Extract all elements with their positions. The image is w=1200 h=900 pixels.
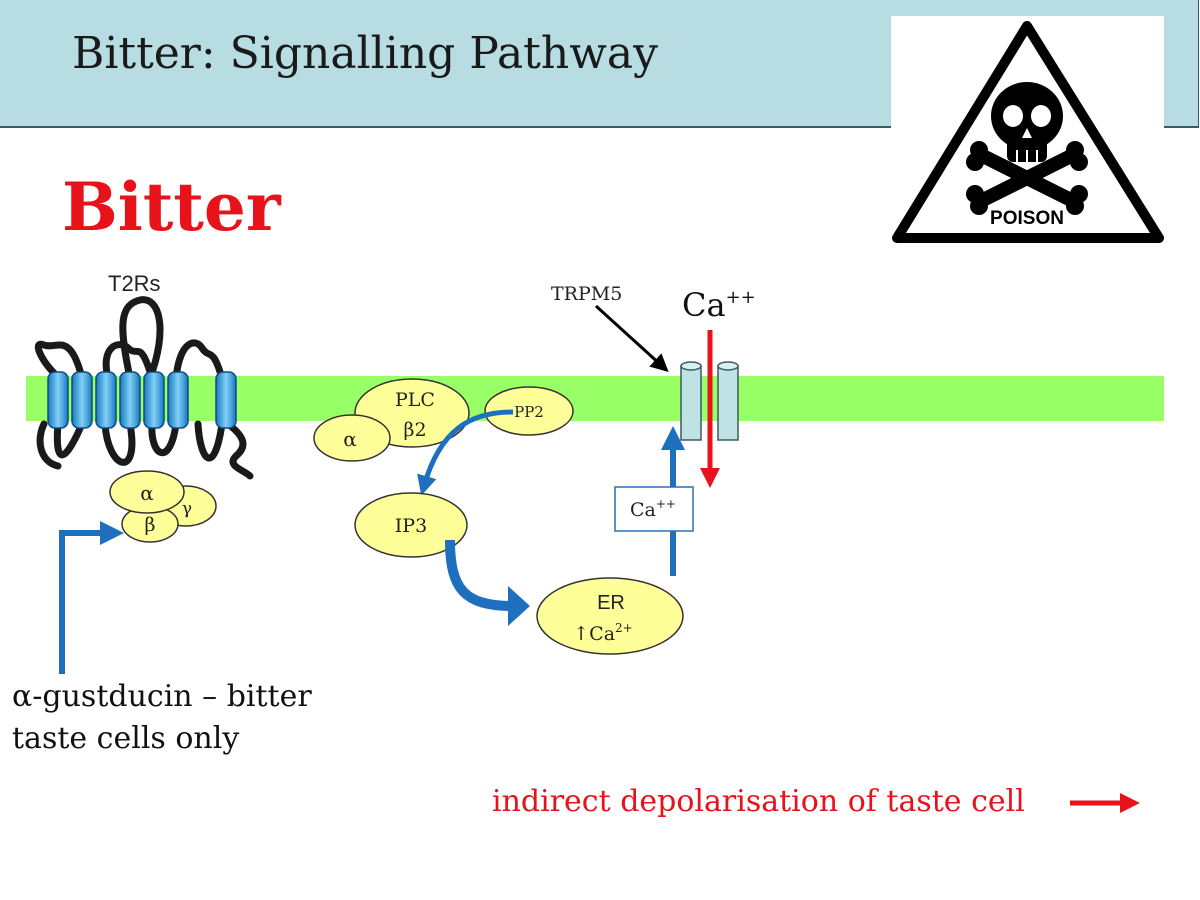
t2rs-label: T2Rs bbox=[108, 271, 161, 296]
gustducin-arrow bbox=[59, 521, 124, 674]
poison-sign: POISON bbox=[891, 16, 1164, 244]
skull-crossbones-icon bbox=[966, 82, 1088, 215]
g-gamma-label: γ bbox=[182, 499, 192, 519]
plc-beta2-complex: PLC β2 α bbox=[313, 378, 470, 462]
cytosol-ca-box bbox=[614, 486, 694, 532]
g-beta-label: β bbox=[145, 514, 156, 536]
extracellular-ca-label: Ca++ bbox=[682, 286, 756, 324]
gustducin-caption: α-gustducin – bitter taste cells only bbox=[12, 676, 312, 760]
trpm5-channel bbox=[680, 361, 739, 441]
cytosol-ca-label: Ca++ bbox=[630, 497, 676, 521]
plc-alpha-label: α bbox=[343, 427, 357, 451]
bitter-heading: Bitter bbox=[62, 168, 281, 246]
caption-line-2: taste cells only bbox=[12, 721, 240, 756]
pp2-node bbox=[484, 386, 574, 436]
trpm5-pointer-arrow bbox=[594, 304, 669, 373]
pp2-label: PP2 bbox=[514, 403, 544, 421]
caption-line-1: α-gustducin – bitter bbox=[12, 679, 312, 714]
plc-beta2-label: β2 bbox=[403, 419, 426, 441]
g-alpha-label: α bbox=[140, 481, 154, 505]
pp2-to-ip3-arrow bbox=[417, 409, 514, 496]
g-alpha-subunit bbox=[109, 470, 185, 514]
er-node bbox=[536, 577, 684, 655]
ip3-label: IP3 bbox=[395, 515, 427, 537]
plc-label: PLC bbox=[395, 389, 435, 411]
ip3-to-er-arrowhead bbox=[508, 586, 530, 626]
t2r-receptor: T2Rs bbox=[34, 271, 254, 480]
depolarisation-note: indirect depolarisation of taste cell bbox=[492, 784, 1025, 819]
alpha-node bbox=[313, 414, 391, 462]
trpm5-label: TRPM5 bbox=[551, 283, 622, 305]
ip3-node bbox=[354, 492, 468, 558]
er-calcium-label: ↑Ca2+ bbox=[573, 621, 633, 645]
poison-label: POISON bbox=[990, 208, 1064, 229]
er-label: ER bbox=[597, 592, 625, 614]
g-protein-gustducin: α β γ bbox=[109, 470, 217, 543]
ip3-to-er-arrow bbox=[445, 539, 511, 611]
cell-membrane bbox=[26, 376, 1164, 421]
slide-title: Bitter: Signalling Pathway bbox=[72, 28, 658, 79]
